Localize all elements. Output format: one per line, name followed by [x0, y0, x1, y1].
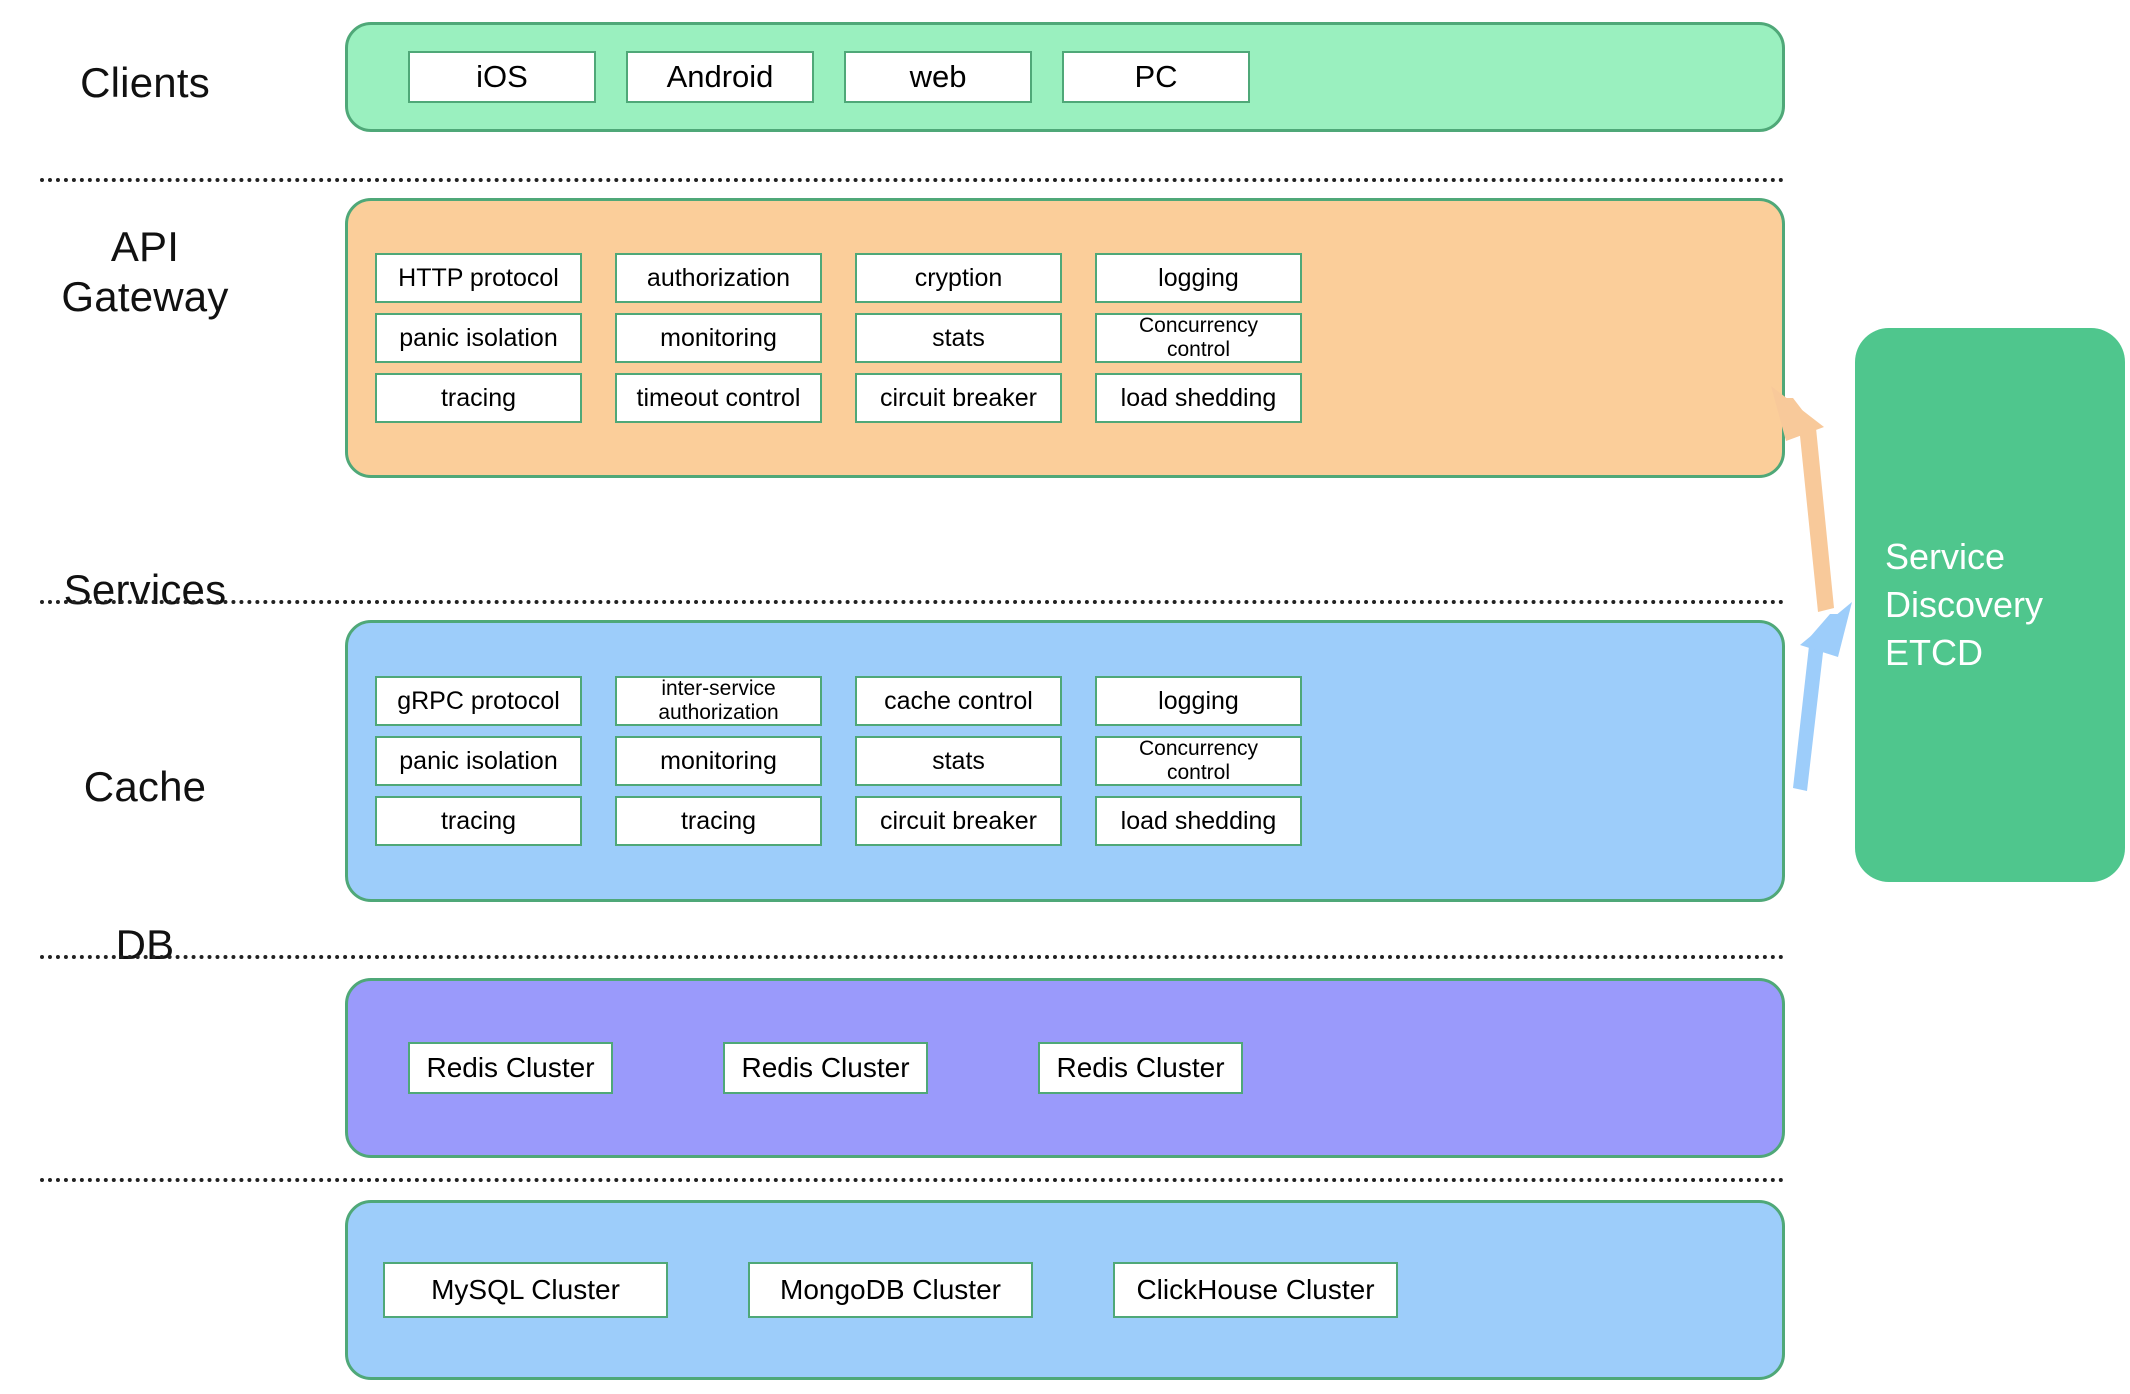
layer-band-services: gRPC protocol inter-service authorizatio…	[345, 620, 1785, 902]
chip-row: tracing tracing circuit breaker load she…	[348, 796, 1782, 846]
component-mysql-cluster[interactable]: MySQL Cluster	[383, 1262, 668, 1318]
chip-row: panic isolation monitoring stats Concurr…	[348, 736, 1782, 786]
component-authorization[interactable]: authorization	[615, 253, 822, 303]
component-stats[interactable]: stats	[855, 736, 1062, 786]
service-discovery-label: Service Discovery ETCD	[1885, 536, 2044, 673]
component-monitoring[interactable]: monitoring	[615, 313, 822, 363]
layer-band-db: MySQL Cluster MongoDB Cluster ClickHouse…	[345, 1200, 1785, 1380]
component-redis-cluster-1[interactable]: Redis Cluster	[408, 1042, 613, 1094]
component-logging[interactable]: logging	[1095, 253, 1302, 303]
component-clickhouse-cluster[interactable]: ClickHouse Cluster	[1113, 1262, 1398, 1318]
divider-gateway-services	[40, 600, 1785, 604]
component-android[interactable]: Android	[626, 51, 814, 103]
service-discovery-panel[interactable]: Service Discovery ETCD	[1855, 328, 2125, 882]
layer-label-cache: Cache	[83, 763, 207, 810]
layer-band-cache: Redis Cluster Redis Cluster Redis Cluste…	[345, 978, 1785, 1158]
chip-row: Redis Cluster Redis Cluster Redis Cluste…	[348, 1042, 1782, 1094]
component-redis-cluster-3[interactable]: Redis Cluster	[1038, 1042, 1243, 1094]
layer-label-api-gateway: API Gateway	[61, 223, 229, 320]
component-stats[interactable]: stats	[855, 313, 1062, 363]
component-tracing-1[interactable]: tracing	[375, 796, 582, 846]
divider-clients-gateway	[40, 178, 1785, 182]
component-ios[interactable]: iOS	[408, 51, 596, 103]
component-panic-isolation[interactable]: panic isolation	[375, 736, 582, 786]
layer-band-clients: iOS Android web PC	[345, 22, 1785, 132]
component-web[interactable]: web	[844, 51, 1032, 103]
component-logging[interactable]: logging	[1095, 676, 1302, 726]
component-grpc-protocol[interactable]: gRPC protocol	[375, 676, 582, 726]
chip-row: MySQL Cluster MongoDB Cluster ClickHouse…	[348, 1262, 1782, 1318]
component-cryption[interactable]: cryption	[855, 253, 1062, 303]
layer-label-clients: Clients	[80, 59, 210, 106]
component-inter-service-authorization[interactable]: inter-service authorization	[615, 676, 822, 726]
component-concurrency-control[interactable]: Concurrency control	[1095, 313, 1302, 363]
component-cache-control[interactable]: cache control	[855, 676, 1062, 726]
component-load-shedding[interactable]: load shedding	[1095, 373, 1302, 423]
chip-row: panic isolation monitoring stats Concurr…	[348, 313, 1782, 363]
component-mongodb-cluster[interactable]: MongoDB Cluster	[748, 1262, 1033, 1318]
layer-band-api-gateway: HTTP protocol authorization cryption log…	[345, 198, 1785, 478]
component-monitoring[interactable]: monitoring	[615, 736, 822, 786]
component-circuit-breaker[interactable]: circuit breaker	[855, 373, 1062, 423]
component-circuit-breaker[interactable]: circuit breaker	[855, 796, 1062, 846]
component-tracing[interactable]: tracing	[375, 373, 582, 423]
component-http-protocol[interactable]: HTTP protocol	[375, 253, 582, 303]
chip-row: HTTP protocol authorization cryption log…	[348, 253, 1782, 303]
component-redis-cluster-2[interactable]: Redis Cluster	[723, 1042, 928, 1094]
arrow-services-to-discovery	[1793, 602, 1852, 791]
chip-row: gRPC protocol inter-service authorizatio…	[348, 676, 1782, 726]
divider-cache-db	[40, 1178, 1785, 1182]
chip-row: tracing timeout control circuit breaker …	[348, 373, 1782, 423]
component-timeout-control[interactable]: timeout control	[615, 373, 822, 423]
component-concurrency-control[interactable]: Concurrency control	[1095, 736, 1302, 786]
layer-label-services: Services	[63, 566, 227, 613]
component-tracing-2[interactable]: tracing	[615, 796, 822, 846]
component-load-shedding[interactable]: load shedding	[1095, 796, 1302, 846]
divider-services-cache	[40, 955, 1785, 959]
chip-row: iOS Android web PC	[348, 51, 1782, 103]
component-pc[interactable]: PC	[1062, 51, 1250, 103]
component-panic-isolation[interactable]: panic isolation	[375, 313, 582, 363]
layer-label-db: DB	[115, 921, 175, 968]
